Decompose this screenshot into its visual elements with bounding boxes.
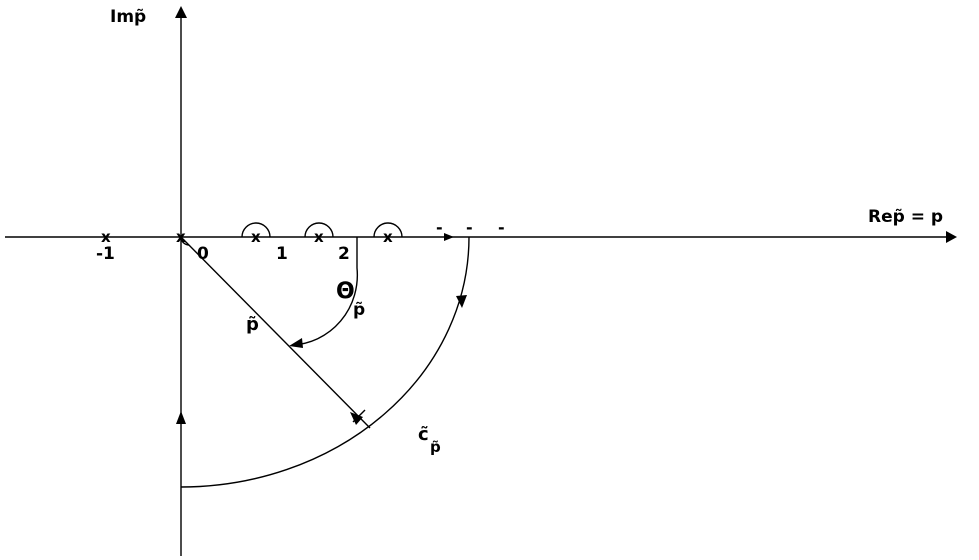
- contour-subscript: p̃: [430, 438, 441, 456]
- tick-label-two: 2: [338, 244, 350, 264]
- real-axis-arrowhead: [946, 231, 957, 243]
- indent-around-one: [241, 222, 271, 238]
- imaginary-axis-arrowhead: [175, 6, 187, 18]
- radius-line: [180, 236, 371, 429]
- indent-around-three: [373, 222, 403, 238]
- axis-direction-arrow: [444, 233, 454, 241]
- tick-label-zero: 0: [197, 244, 209, 264]
- contour-arc-arrow: [456, 295, 467, 308]
- pole-one: x: [251, 228, 261, 246]
- indent-around-two: [304, 222, 334, 238]
- continuation-mark-2: -: [466, 218, 473, 237]
- imaginary-axis-label: Imp̃: [110, 7, 146, 27]
- contour-symbol: c̃: [418, 424, 429, 445]
- contour-arc: [180, 236, 470, 488]
- continuation-mark-3: -: [498, 218, 505, 237]
- radius-symbol: p̃: [246, 314, 259, 335]
- pole-two: x: [314, 228, 324, 246]
- theta-arc-arrow: [289, 338, 303, 348]
- radius-tick: [352, 409, 366, 423]
- tick-label-one: 1: [276, 244, 288, 264]
- theta-subscript: p̃: [353, 300, 365, 320]
- real-axis-label: Rep̃ = p: [868, 207, 943, 227]
- tick-label-minus-one: -1: [96, 244, 115, 264]
- imaginary-axis-up-arrow: [176, 411, 186, 424]
- theta-symbol: Θ: [336, 279, 355, 304]
- theta-arc: [291, 237, 359, 346]
- continuation-mark-1: -: [436, 218, 443, 237]
- pole-three: x: [383, 228, 393, 246]
- pole-minus-one: x: [101, 228, 111, 246]
